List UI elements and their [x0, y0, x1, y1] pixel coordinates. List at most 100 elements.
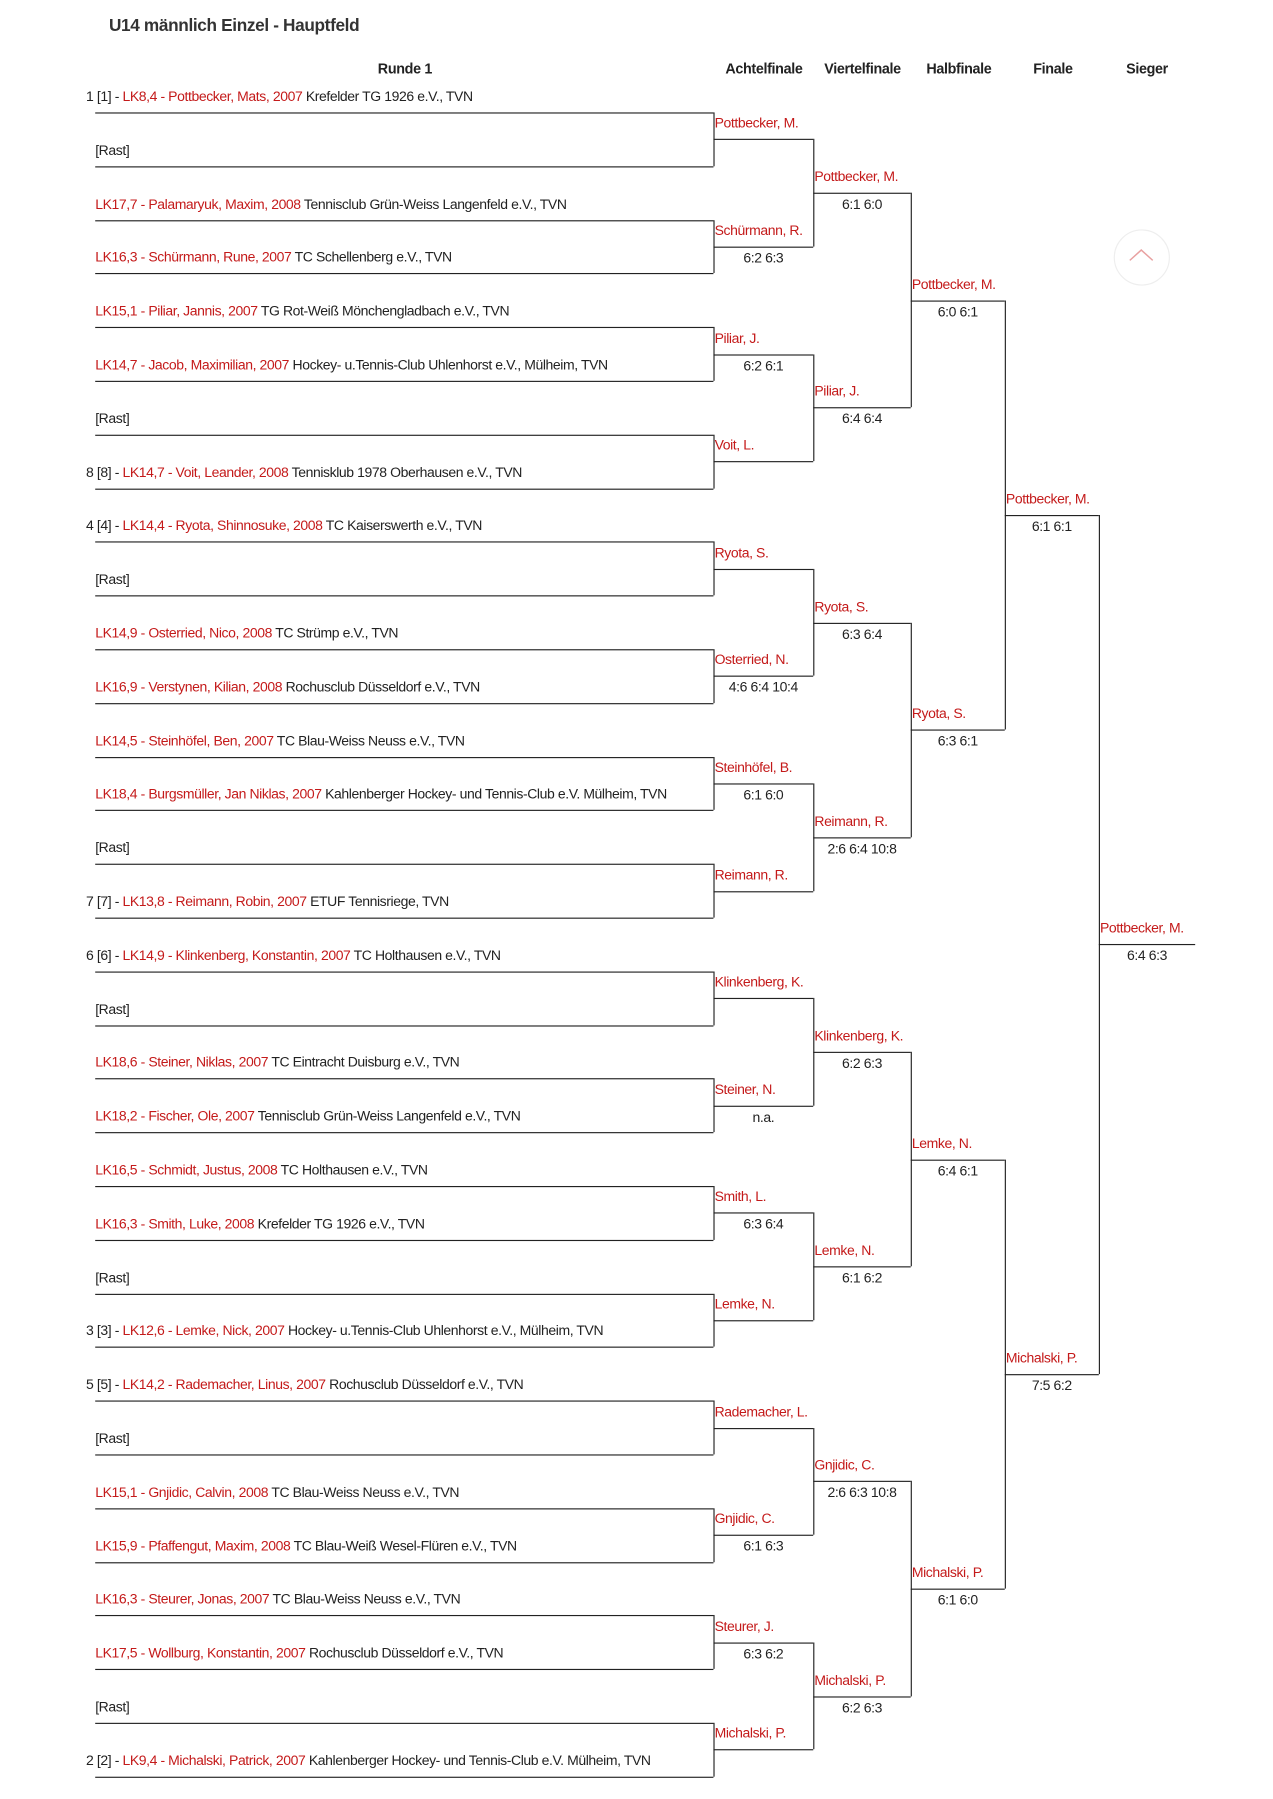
bracket-line	[713, 1534, 814, 1537]
winner-name[interactable]: Michalski, P.	[1005, 1349, 1078, 1366]
player-name[interactable]: LK18,6 - Steiner, Niklas, 2007	[95, 1054, 269, 1071]
winner-name[interactable]: Klinkenberg, K.	[714, 974, 804, 991]
winner-name[interactable]: Steurer, J.	[714, 1618, 775, 1635]
bracket-line	[95, 810, 714, 812]
winner-name[interactable]: Gnjidic, C.	[714, 1510, 775, 1527]
winner-name[interactable]: Pottbecker, M.	[814, 168, 899, 185]
bracket-connector	[713, 863, 715, 918]
winner-name[interactable]: Pottbecker, M.	[714, 115, 799, 132]
bracket-connector	[713, 541, 715, 596]
bracket-line	[1004, 1373, 1099, 1376]
bracket-line	[713, 568, 814, 570]
player-name[interactable]: LK18,2 - Fischer, Ole, 2007	[95, 1108, 255, 1125]
round1-entry: 7 [7] - LK13,8 - Reimann, Robin, 2007 ET…	[86, 891, 449, 912]
scroll-to-top-button[interactable]	[1113, 229, 1170, 286]
winner-name[interactable]: Smith, L.	[714, 1188, 767, 1205]
winner-name[interactable]: Reimann, R.	[814, 812, 888, 830]
winner-name[interactable]: Lemke, N.	[714, 1296, 775, 1313]
round1-entry: LK18,2 - Fischer, Ole, 2007 Tennisclub G…	[95, 1106, 521, 1127]
player-name[interactable]: LK9,4 - Michalski, Patrick, 2007	[122, 1752, 306, 1769]
winner-name[interactable]: Ryota, S.	[814, 598, 869, 615]
player-name[interactable]: LK16,5 - Schmidt, Justus, 2008	[95, 1161, 278, 1178]
winner-name[interactable]: Steiner, N.	[714, 1081, 776, 1098]
winner-name[interactable]: Michalski, P.	[814, 1671, 886, 1688]
seed-label: 4 [4] -	[86, 517, 123, 534]
winner-name[interactable]: Piliar, J.	[714, 329, 760, 346]
round1-entry: [Rast]	[95, 838, 130, 859]
seed-label: 2 [2] -	[86, 1752, 123, 1769]
club-name: Rochusclub Düsseldorf e.V., TVN	[325, 1376, 524, 1393]
club-name: Hockey- u.Tennis-Club Uhlenhorst e.V., M…	[289, 356, 609, 373]
player-name[interactable]: LK14,5 - Steinhöfel, Ben, 2007	[95, 732, 274, 749]
player-name[interactable]: LK15,1 - Gnjidic, Calvin, 2008	[95, 1483, 269, 1501]
player-name[interactable]: LK14,7 - Voit, Leander, 2008	[122, 464, 289, 481]
winner-name[interactable]: Steinhöfel, B.	[714, 759, 793, 776]
club-name: TC Schellenberg e.V., TVN	[291, 249, 452, 266]
bracket-line	[713, 1642, 814, 1644]
player-name[interactable]: LK17,7 - Palamaryuk, Maxim, 2008	[95, 195, 301, 212]
match-score: 4:6 6:4 10:4	[728, 679, 798, 696]
bracket-connector	[713, 756, 715, 811]
winner-name[interactable]: Schürmann, R.	[714, 222, 803, 239]
bracket-line	[95, 488, 714, 490]
winner-name[interactable]: Osterried, N.	[714, 651, 789, 669]
round1-entry: LK18,4 - Burgsmüller, Jan Niklas, 2007 K…	[95, 784, 667, 805]
player-name[interactable]: LK14,7 - Jacob, Maximilian, 2007	[95, 356, 290, 373]
match-score: 6:2 6:1	[743, 357, 784, 374]
club-name: TC Strümp e.V., TVN	[271, 625, 399, 642]
player-name[interactable]: LK12,6 - Lemke, Nick, 2007	[122, 1322, 285, 1339]
player-name[interactable]: LK14,2 - Rademacher, Linus, 2007	[122, 1376, 326, 1393]
player-name[interactable]: LK16,9 - Verstynen, Kilian, 2008	[95, 678, 283, 695]
club-name: Tennisclub Grün-Weiss Langenfeld e.V., T…	[300, 195, 567, 212]
winner-name[interactable]: Voit, L.	[714, 437, 755, 454]
bracket-line	[813, 407, 911, 409]
player-name[interactable]: LK13,8 - Reimann, Robin, 2007	[122, 893, 307, 910]
round1-entry: 5 [5] - LK14,2 - Rademacher, Linus, 2007…	[86, 1374, 524, 1395]
winner-name[interactable]: Pottbecker, M.	[1099, 920, 1184, 937]
bracket-line	[713, 890, 814, 892]
bracket-line	[813, 1695, 911, 1698]
club-name: ETUF Tennisriege, TVN	[306, 893, 449, 910]
bracket-line	[910, 1588, 1005, 1590]
winner-name[interactable]: Pottbecker, M.	[911, 276, 996, 293]
player-name[interactable]: LK16,3 - Smith, Luke, 2008	[95, 1215, 255, 1232]
winner-name[interactable]: Rademacher, L.	[714, 1403, 808, 1420]
winner-name[interactable]: Pottbecker, M.	[1005, 490, 1090, 507]
round1-entry: [Rast]	[95, 1696, 130, 1717]
winner-name[interactable]: Gnjidic, C.	[814, 1457, 875, 1474]
club-name: [Rast]	[95, 141, 130, 159]
winner-name[interactable]: Klinkenberg, K.	[814, 1027, 904, 1044]
player-name[interactable]: LK8,4 - Pottbecker, Mats, 2007	[122, 88, 303, 105]
player-name[interactable]: LK16,3 - Steurer, Jonas, 2007	[95, 1591, 270, 1608]
winner-name[interactable]: Lemke, N.	[814, 1242, 875, 1259]
match-score: n.a.	[752, 1108, 775, 1125]
winner-name[interactable]: Michalski, P.	[714, 1725, 787, 1742]
match-score: 6:3 6:4	[743, 1216, 784, 1233]
player-name[interactable]: LK14,4 - Ryota, Shinnosuke, 2008	[122, 517, 323, 534]
seed-label: 8 [8] -	[86, 464, 123, 481]
winner-name[interactable]: Lemke, N.	[911, 1135, 972, 1152]
player-name[interactable]: LK14,9 - Osterried, Nico, 2008	[95, 625, 272, 642]
seed-label: 6 [6] -	[86, 947, 123, 964]
match-score: 6:1 6:0	[841, 196, 882, 213]
player-name[interactable]: LK18,4 - Burgsmüller, Jan Niklas, 2007	[95, 786, 322, 803]
winner-name[interactable]: Reimann, R.	[714, 866, 789, 883]
player-name[interactable]: LK15,1 - Piliar, Jannis, 2007	[95, 303, 258, 320]
bracket-line	[713, 676, 814, 678]
round1-entry: LK14,9 - Osterried, Nico, 2008 TC Strümp…	[95, 623, 398, 644]
club-name: Tennisklub 1978 Oberhausen e.V., TVN	[288, 464, 523, 481]
club-name: Rochusclub Düsseldorf e.V., TVN	[305, 1645, 504, 1662]
winner-name[interactable]: Piliar, J.	[814, 383, 860, 400]
club-name: [Rast]	[95, 1269, 130, 1286]
winner-name[interactable]: Ryota, S.	[911, 705, 966, 722]
player-name[interactable]: LK17,5 - Wollburg, Konstantin, 2007	[95, 1645, 306, 1662]
player-name[interactable]: LK14,9 - Klinkenberg, Konstantin, 2007	[122, 947, 351, 964]
player-name[interactable]: LK16,3 - Schürmann, Rune, 2007	[95, 249, 292, 266]
winner-name[interactable]: Ryota, S.	[714, 544, 769, 561]
round1-entry: LK16,3 - Schürmann, Rune, 2007 TC Schell…	[95, 247, 452, 268]
player-name[interactable]: LK15,9 - Pfaffengut, Maxim, 2008	[95, 1537, 291, 1554]
club-name: [Rast]	[95, 410, 130, 427]
winner-name[interactable]: Michalski, P.	[911, 1564, 984, 1581]
bracket-line	[95, 1561, 714, 1563]
bracket-line	[1004, 515, 1099, 517]
